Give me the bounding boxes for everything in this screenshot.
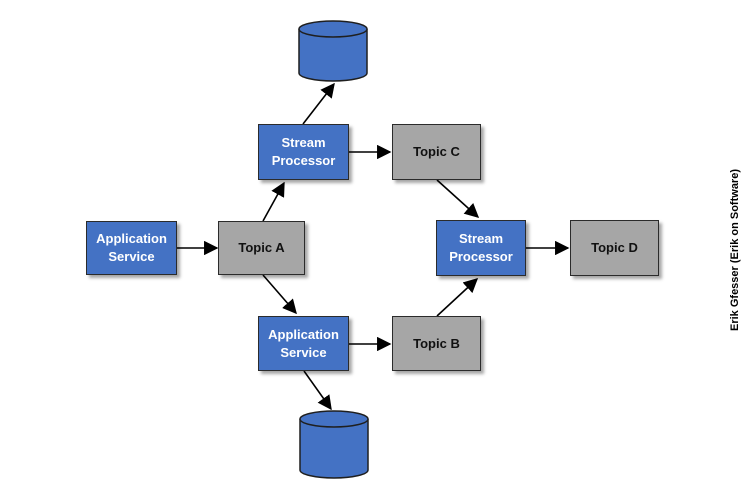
stream-processor-node: Stream Processor <box>436 220 526 276</box>
application-service-node: Application Service <box>258 316 349 371</box>
database-icon <box>298 20 368 82</box>
database-icon <box>299 410 369 479</box>
arrow-sp1-to-db1 <box>302 82 335 125</box>
arrow-topicA-to-app2 <box>262 274 297 315</box>
author-credit: Erik Gfesser (Erik on Software) <box>729 169 741 331</box>
stream-processor-node: Stream Processor <box>258 124 349 180</box>
arrow-app2-to-db2 <box>303 370 332 411</box>
topic-a-node: Topic A <box>218 221 305 275</box>
arrow-topicA-to-sp1 <box>262 181 285 222</box>
topic-c-node: Topic C <box>392 124 481 180</box>
application-service-node: Application Service <box>86 221 177 275</box>
topic-d-node: Topic D <box>570 220 659 276</box>
arrow-topicB-to-sp2 <box>436 278 479 317</box>
arrow-topicC-to-sp2 <box>436 179 480 218</box>
topic-b-node: Topic B <box>392 316 481 371</box>
